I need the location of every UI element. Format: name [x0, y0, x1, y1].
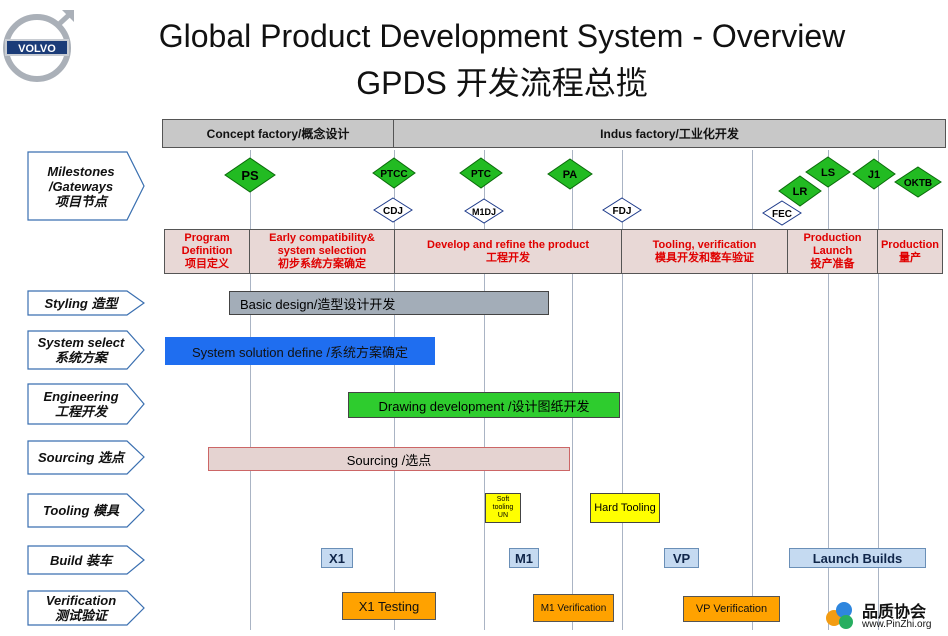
- milestone-label: LS: [821, 167, 835, 179]
- phase-production: Production 量产: [877, 229, 943, 274]
- milestone-oktb: OKTB: [894, 166, 942, 198]
- phase-tooling-verification: Tooling, verification 模具开发和整车验证: [621, 229, 788, 274]
- verification-vp: VP Verification: [683, 596, 780, 622]
- milestone-fec: FEC: [762, 200, 802, 226]
- row-sourcing: Sourcing 选点: [27, 440, 145, 475]
- watermark-icon: [826, 602, 853, 629]
- phase-production-launch: Production Launch 投产准备: [787, 229, 878, 274]
- system-select-bar: System solution define /系统方案确定: [165, 337, 435, 365]
- watermark: 品质协会 www.PinZhi.org: [822, 598, 946, 634]
- milestone-label: LR: [793, 186, 808, 198]
- phase-develop-refine: Develop and refine the product 工程开发: [394, 229, 622, 274]
- row-label: Engineering 工程开发: [43, 389, 119, 419]
- milestone-label: J1: [868, 169, 880, 181]
- milestone-line-j1: [878, 150, 879, 630]
- volvo-logo: VOLVO: [2, 6, 76, 82]
- verification-m1: M1 Verification: [533, 594, 614, 622]
- page-subtitle: GPDS 开发流程总揽: [356, 65, 648, 101]
- milestone-line-fdj: [622, 150, 623, 630]
- milestone-ls: LS: [805, 156, 851, 188]
- milestone-fdj: FDJ: [602, 197, 642, 223]
- row-engineering: Engineering 工程开发: [27, 383, 145, 425]
- build-x1: X1: [321, 548, 353, 568]
- milestone-label: PTCC: [380, 169, 407, 180]
- sourcing-bar: Sourcing /选点: [208, 447, 570, 471]
- concept-factory-band: Concept factory/概念设计: [162, 119, 394, 148]
- milestone-label: PA: [563, 169, 578, 181]
- milestone-label: FDJ: [613, 206, 632, 217]
- row-tooling: Tooling 模具: [27, 493, 145, 528]
- watermark-name: 品质协会: [862, 604, 927, 621]
- row-verification: Verification 测试验证: [27, 590, 145, 626]
- milestones-layer: PS PTCC PTC PA LR LS J1 OKTB CDJ M1DJ FD…: [224, 156, 942, 226]
- milestone-label: CDJ: [383, 206, 403, 217]
- logo-text: VOLVO: [18, 43, 56, 55]
- row-styling: Styling 造型: [27, 290, 145, 316]
- milestone-label: FEC: [772, 209, 792, 220]
- row-label: Tooling 模具: [42, 503, 120, 518]
- milestone-lr: LR: [778, 175, 822, 207]
- row-label: Build 装车: [49, 552, 113, 568]
- row-milestones: Milestones /Gateways 项目节点: [27, 151, 145, 221]
- milestone-pa: PA: [547, 158, 593, 190]
- phase-program-definition: Program Definition 项目定义: [164, 229, 250, 274]
- build-vp: VP: [664, 548, 699, 568]
- row-system-select: System select 系统方案: [27, 330, 145, 370]
- watermark-url: www.PinZhi.org: [862, 619, 932, 630]
- milestone-ptcc: PTCC: [372, 157, 416, 189]
- milestone-line-ptc: [484, 150, 485, 630]
- row-label: Verification 测试验证: [45, 593, 117, 623]
- row-label: Sourcing 选点: [38, 450, 124, 465]
- row-label: System select 系统方案: [37, 335, 125, 365]
- milestone-line-ps: [250, 150, 251, 630]
- milestone-line-fec: [752, 150, 753, 630]
- milestone-ps: PS: [224, 157, 276, 193]
- soft-tooling-bar: Soft tooling UN: [485, 493, 521, 523]
- milestone-line-ls: [828, 150, 829, 630]
- row-label: Styling 造型: [44, 295, 118, 311]
- engineering-bar: Drawing development /设计图纸开发: [348, 392, 620, 418]
- milestone-ptc: PTC: [459, 157, 503, 189]
- styling-bar: Basic design/造型设计开发: [229, 291, 549, 315]
- phase-early-compatibility: Early compatibility& system selection 初步…: [249, 229, 395, 274]
- milestone-label: PTC: [471, 169, 491, 180]
- build-launch-builds: Launch Builds: [789, 548, 926, 568]
- milestone-cdj: CDJ: [373, 197, 413, 223]
- milestone-j1: J1: [852, 158, 896, 190]
- milestone-label: PS: [241, 168, 259, 183]
- milestone-m1dj: M1DJ: [464, 198, 504, 224]
- hard-tooling-bar: Hard Tooling: [590, 493, 660, 523]
- milestone-line-pa: [572, 150, 573, 630]
- indus-factory-band: Indus factory/工业化开发: [393, 119, 946, 148]
- row-label: Milestones /Gateways 项目节点: [47, 163, 115, 209]
- verification-x1-testing: X1 Testing: [342, 592, 436, 620]
- page-title: Global Product Development System - Over…: [158, 18, 846, 54]
- row-build: Build 装车: [27, 545, 145, 575]
- milestone-line-ptcc: [394, 150, 395, 630]
- milestone-label: M1DJ: [472, 207, 496, 217]
- milestone-label: OKTB: [904, 178, 932, 189]
- build-m1: M1: [509, 548, 539, 568]
